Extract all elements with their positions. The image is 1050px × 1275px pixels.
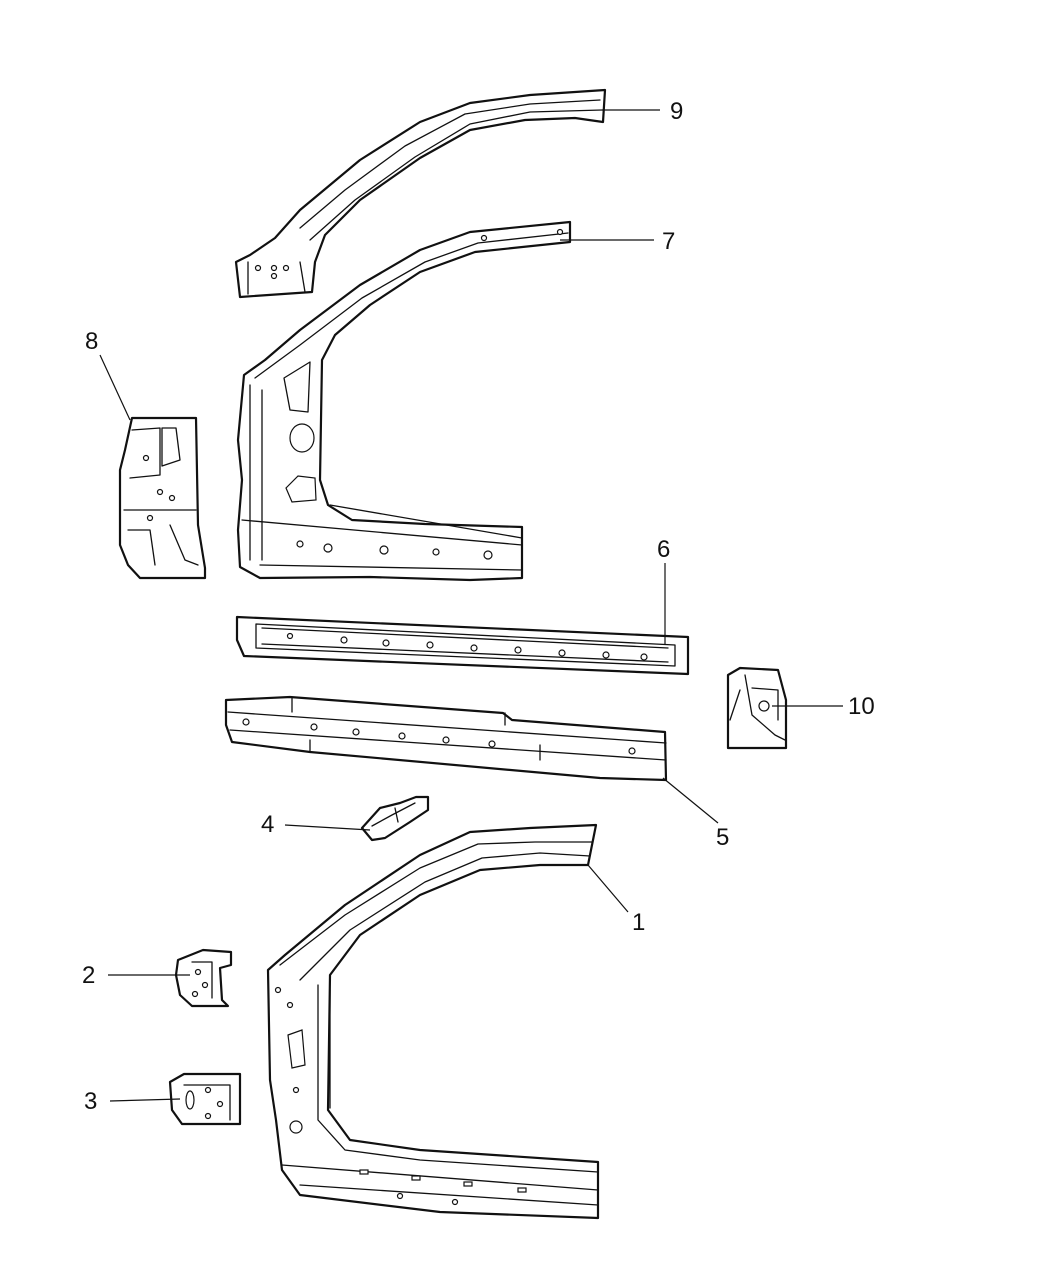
part-6-sill-reinforcement	[235, 615, 690, 676]
callout-8: 8	[85, 328, 98, 355]
part-8-cowl-side-panel	[118, 416, 207, 580]
callout-6: 6	[657, 536, 670, 563]
callout-1: 1	[632, 909, 645, 936]
leader-lines	[99, 109, 843, 1102]
part-7-inner-a-pillar	[236, 220, 572, 582]
leader-1	[587, 864, 629, 913]
callout-5: 5	[716, 824, 729, 851]
leader-8	[99, 354, 131, 421]
leader-4	[284, 824, 371, 831]
part-10-reinforcement-bracket	[726, 666, 788, 750]
leader-5	[662, 777, 719, 824]
part-9-upper-pillar-reinforcement	[234, 88, 607, 299]
part-3-bracket	[168, 1072, 242, 1126]
leader-3	[109, 1098, 181, 1102]
part-2-bracket	[174, 948, 233, 1008]
callout-labels: 9 7 8 6 10 5 4 1 2 3	[82, 98, 875, 1115]
part-4-bracket	[360, 795, 430, 842]
callout-9: 9	[670, 98, 683, 125]
callout-3: 3	[84, 1088, 97, 1115]
part-5-inner-rocker	[224, 695, 668, 782]
callout-4: 4	[261, 811, 274, 838]
part-1-body-side-aperture	[266, 823, 600, 1220]
callout-10: 10	[848, 693, 875, 720]
callout-2: 2	[82, 962, 95, 989]
callout-7: 7	[662, 228, 675, 255]
